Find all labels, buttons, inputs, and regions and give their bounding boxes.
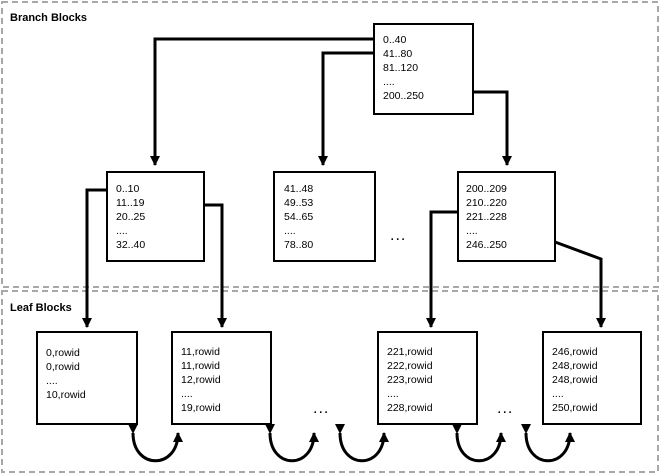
branch-line: 200..209 [466,183,507,195]
leaf-line: 246,rowid [552,346,598,358]
leaf-region [1,290,659,473]
root-line: 81..120 [383,62,418,74]
leaf-line: 11,rowid [181,346,220,358]
leaf-line: .... [387,388,399,400]
branch-block-1: 0..10 11..19 20..25 .... 32..40 [106,171,205,262]
leaf-line: 11,rowid [181,360,220,372]
branch-line: 210..220 [466,197,507,209]
leaf-ellipsis: ... [313,400,329,417]
leaf-line: .... [552,388,564,400]
branch-block-3: 200..209 210..220 221..228 .... 246..250 [457,171,556,262]
leaf-link-2-out [264,423,319,463]
branch-line: 49..53 [284,197,313,209]
leaf-block-3: 221,rowid 222,rowid 223,rowid .... 228,r… [377,331,478,425]
leaf-line: 248,rowid [552,360,598,372]
branch-line: .... [116,225,128,237]
branch-line: 11..19 [116,197,145,209]
leaf-line: 223,rowid [387,374,433,386]
arrow-root-to-branch-2 [318,51,374,166]
leaf-region-title: Leaf Blocks [10,302,72,314]
leaf-line: 248,rowid [552,374,598,386]
arrow-branch3-to-leaf-4 [554,240,606,328]
leaf-link-3-out [451,423,506,463]
branch-line: 78..80 [284,239,313,251]
branch-line: .... [284,225,296,237]
arrow-root-to-branch-3 [473,90,512,166]
arrow-branch3-to-leaf-3 [426,210,458,328]
root-block: 0..40 41..80 81..120 .... 200..250 [373,23,474,115]
leaf-line: .... [46,375,58,387]
leaf-block-4: 246,rowid 248,rowid 248,rowid .... 250,r… [542,331,642,425]
leaf-line: 0,rowid [46,347,80,359]
leaf-line: 19,rowid [181,402,221,414]
arrow-branch1-to-leaf-2 [204,203,227,328]
leaf-line: 12,rowid [181,374,221,386]
branch-line: 54..65 [284,211,313,223]
branch-ellipsis: ... [390,227,406,244]
root-line: 0..40 [383,34,407,46]
branch-line: 221..228 [466,211,507,223]
branch-line: 20..25 [116,211,145,223]
arrow-root-to-branch-1 [150,37,374,166]
leaf-line: 0,rowid [46,361,80,373]
leaf-link-1-2 [127,423,183,463]
leaf-line: 228,rowid [387,402,433,414]
leaf-line: 221,rowid [387,346,433,358]
branch-line: .... [466,225,478,237]
branch-line: 0..10 [116,183,140,195]
leaf-block-1: 0,rowid 0,rowid .... 10,rowid [36,331,138,425]
root-line: 200..250 [383,90,424,102]
root-line: .... [383,76,395,88]
branch-block-2: 41..48 49..53 54..65 .... 78..80 [273,171,376,262]
leaf-line: 222,rowid [387,360,433,372]
leaf-link-in-3 [334,423,389,463]
leaf-line: 10,rowid [46,389,86,401]
branch-line: 41..48 [284,183,313,195]
leaf-link-in-4 [520,423,575,463]
leaf-line: 250,rowid [552,402,598,414]
branch-line: 246..250 [466,239,507,251]
root-line: 41..80 [383,48,412,60]
arrow-branch1-to-leaf-1 [82,188,107,328]
leaf-block-2: 11,rowid 11,rowid 12,rowid .... 19,rowid [171,331,272,425]
leaf-line: .... [181,388,193,400]
branch-line: 32..40 [116,239,145,251]
branch-region-title: Branch Blocks [10,12,87,24]
leaf-ellipsis: ... [497,400,513,417]
